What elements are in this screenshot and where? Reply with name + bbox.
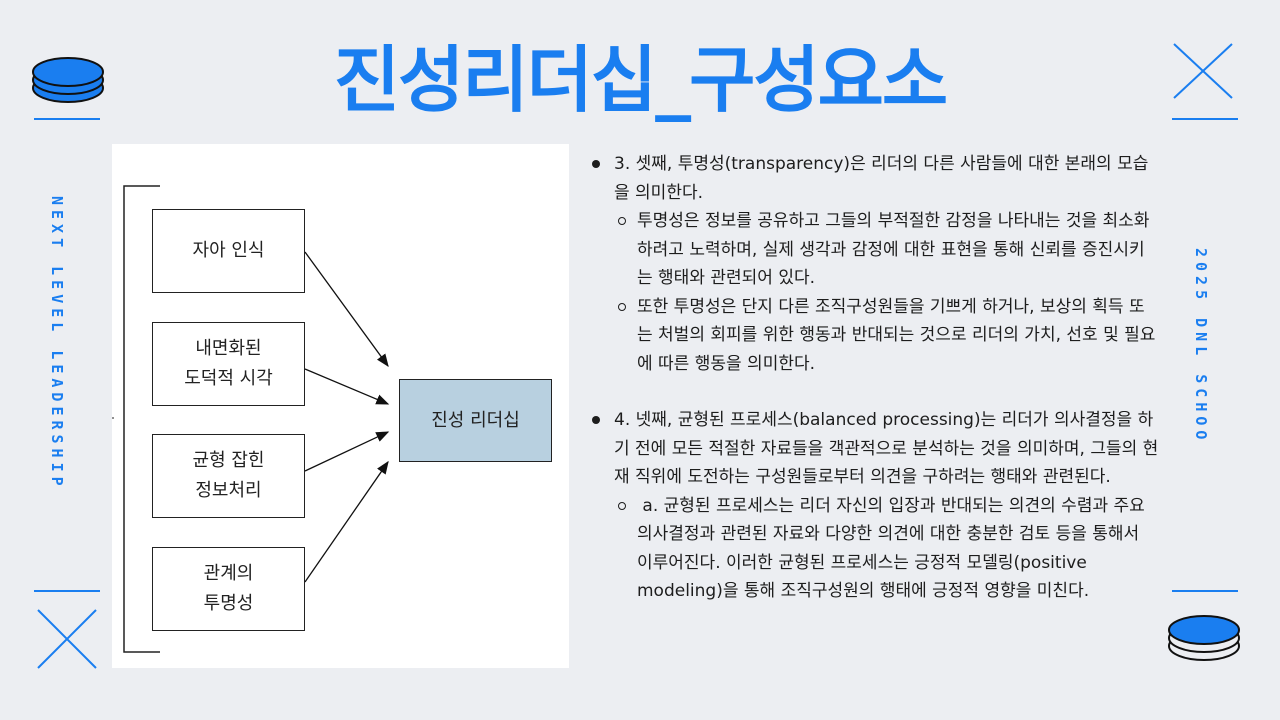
arrow-relational-transparency bbox=[304, 460, 389, 583]
node-relational-transparency: 관계의 투명성 bbox=[152, 547, 305, 631]
page-title: 진성리더십_구성요소 bbox=[333, 38, 948, 122]
sub-bullet-item: 또한 투명성은 단지 다른 조직구성원들을 기쁘게 하거나, 보상의 획득 또는… bbox=[590, 293, 1160, 379]
bullet-item-balanced-processing: 4. 넷째, 균형된 프로세스(balanced processing)는 리더… bbox=[590, 406, 1160, 492]
node-self-awareness: 자아 인식 bbox=[152, 209, 305, 293]
arrow-moral-perspective bbox=[304, 368, 390, 405]
side-label-right: 2025 DNL SCHOO bbox=[1192, 248, 1210, 445]
sub-bullet-item: 투명성은 정보를 공유하고 그들의 부적절한 감정을 나타내는 것을 최소화하려… bbox=[590, 207, 1160, 293]
node-authentic-leadership: 진성 리더십 bbox=[399, 379, 552, 462]
cross-icon bbox=[37, 609, 97, 669]
arrow-self-awareness bbox=[304, 251, 389, 368]
coin-stack-icon bbox=[32, 57, 104, 103]
arrow-balanced-processing bbox=[304, 431, 390, 472]
divider-line bbox=[1172, 118, 1238, 120]
divider-line bbox=[34, 590, 100, 592]
coin-stack-icon bbox=[1168, 615, 1240, 661]
diagram-connectors bbox=[112, 185, 390, 653]
node-balanced-processing: 균형 잡힌 정보처리 bbox=[152, 434, 305, 518]
divider-line bbox=[1172, 590, 1238, 592]
cross-icon bbox=[1173, 43, 1233, 99]
node-internalized-moral-perspective: 내면화된 도덕적 시각 bbox=[152, 322, 305, 406]
bullet-item-transparency: 3. 셋째, 투명성(transparency)은 리더의 다른 사람들에 대한… bbox=[590, 150, 1160, 207]
body-text: 3. 셋째, 투명성(transparency)은 리더의 다른 사람들에 대한… bbox=[590, 150, 1160, 606]
diagram-panel: 자아 인식 내면화된 도덕적 시각 균형 잡힌 정보처리 관계의 투명성 진성 … bbox=[112, 144, 569, 668]
grouping-bracket bbox=[123, 185, 160, 653]
sub-bullet-item: a. 균형된 프로세스는 리더 자신의 입장과 반대되는 의견의 수렴과 주요 … bbox=[590, 492, 1160, 606]
divider-line bbox=[34, 118, 100, 120]
side-label-left: NEXT LEVEL LEADERSHIP bbox=[48, 196, 66, 491]
